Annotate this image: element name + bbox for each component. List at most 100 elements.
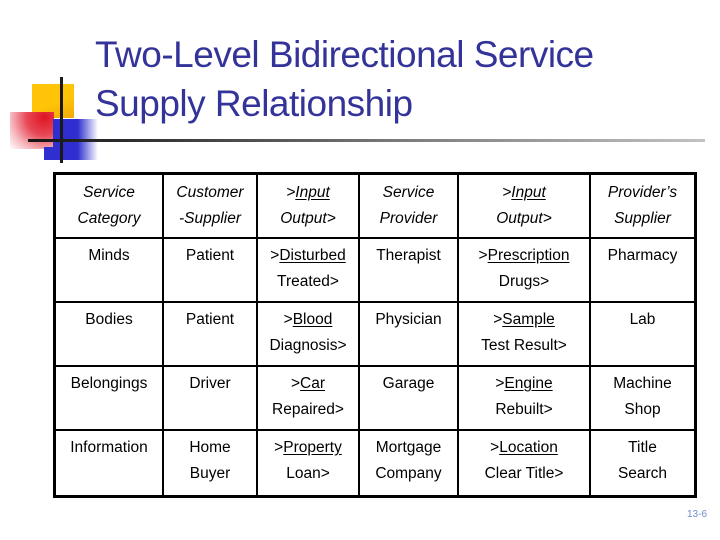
cell-line: Title xyxy=(628,435,657,461)
cell-text: Category xyxy=(77,210,141,227)
cell-text: > xyxy=(274,439,284,456)
table-cell: Patient xyxy=(164,239,258,303)
underlined-term: Sample xyxy=(502,311,555,328)
underlined-term: Disturbed xyxy=(279,247,346,264)
cell-line: Output> xyxy=(496,206,552,232)
cell-text: Lab xyxy=(629,311,656,328)
cell-line: >Car xyxy=(291,371,325,397)
cell-text: Service xyxy=(382,184,435,201)
slide-title-line-2: Supply Relationship xyxy=(95,83,413,124)
cell-text: Shop xyxy=(624,401,661,418)
decor-square-blue-small xyxy=(44,147,54,160)
cell-text: Service xyxy=(83,184,135,201)
table-cell: Driver xyxy=(164,367,258,431)
cell-text: Mortgage xyxy=(375,439,442,456)
cell-line: Buyer xyxy=(190,461,231,487)
cell-text: > xyxy=(270,247,280,264)
cell-text: Machine xyxy=(613,375,672,392)
title-underline-rule xyxy=(28,139,705,142)
cell-line: Patient xyxy=(186,243,234,269)
cell-text: Minds xyxy=(88,247,130,264)
cell-line: Bodies xyxy=(85,307,132,333)
cell-line: >Disturbed xyxy=(270,243,345,269)
cell-text: > xyxy=(495,375,505,392)
cell-line: Home xyxy=(189,435,230,461)
cell-text: Bodies xyxy=(85,311,133,328)
cell-line: Supplier xyxy=(614,206,671,232)
table-cell: Lab xyxy=(591,303,694,367)
cell-line: Physician xyxy=(375,307,441,333)
cell-text: Home xyxy=(189,439,231,456)
underlined-term: Car xyxy=(300,375,326,392)
cell-text: Buyer xyxy=(189,465,231,482)
page-number: 13-6 xyxy=(686,509,707,520)
underlined-term: Property xyxy=(283,439,342,456)
cell-line: Lab xyxy=(630,307,656,333)
cell-line: >Property xyxy=(274,435,342,461)
cell-text: Pharmacy xyxy=(607,247,678,264)
cell-line: Drugs> xyxy=(499,269,549,295)
cell-line: Service xyxy=(383,180,435,206)
cell-text: Patient xyxy=(185,247,235,264)
cell-line: >Blood xyxy=(284,307,333,333)
cell-line: >Input xyxy=(502,180,546,206)
underlined-term: Input xyxy=(511,184,546,201)
cell-line: Machine xyxy=(613,371,672,397)
cell-text: Provider’s xyxy=(607,184,678,201)
table-cell: Belongings xyxy=(56,367,164,431)
cell-text: Output> xyxy=(496,210,552,227)
underlined-term: Prescription xyxy=(487,247,570,264)
cell-line: Search xyxy=(618,461,667,487)
cell-text: Loan> xyxy=(286,465,330,482)
underlined-term: Location xyxy=(499,439,558,456)
slide-title-line-1: Two-Level Bidirectional Service xyxy=(95,34,594,75)
cell-text: Therapist xyxy=(376,247,441,264)
cell-line: Service xyxy=(83,180,135,206)
cell-line: Information xyxy=(70,435,148,461)
cell-text: Customer xyxy=(176,184,244,201)
cell-line: >Prescription xyxy=(479,243,570,269)
cell-line: Diagnosis> xyxy=(269,333,346,359)
cell-line: Minds xyxy=(88,243,129,269)
decor-vertical-line xyxy=(60,77,63,163)
cell-text: Diagnosis> xyxy=(269,337,347,354)
cell-line: -Supplier xyxy=(179,206,241,232)
cell-line: Test Result> xyxy=(481,333,567,359)
cell-text: > xyxy=(286,184,296,201)
underlined-term: Engine xyxy=(504,375,553,392)
cell-line: Output> xyxy=(280,206,336,232)
cell-text: Treated> xyxy=(277,273,339,290)
underlined-term: Blood xyxy=(292,311,333,328)
cell-text: Driver xyxy=(189,375,231,392)
cell-line: >Sample xyxy=(493,307,555,333)
table-cell: Information xyxy=(56,431,164,495)
table-cell: Garage xyxy=(360,367,459,431)
decor-square-red xyxy=(10,112,54,149)
table-cell: Minds xyxy=(56,239,164,303)
cell-line: Driver xyxy=(189,371,230,397)
cell-text: Provider xyxy=(379,210,438,227)
header-cell: Customer -Supplier xyxy=(164,175,258,239)
cell-line: >Engine xyxy=(495,371,552,397)
cell-line: Company xyxy=(375,461,441,487)
cell-text: Title xyxy=(628,439,657,456)
cell-line: Customer xyxy=(176,180,243,206)
cell-line: Patient xyxy=(186,307,234,333)
cell-text: Search xyxy=(617,465,668,482)
cell-line: Pharmacy xyxy=(608,243,678,269)
table-cell: Therapist xyxy=(360,239,459,303)
cell-line: Category xyxy=(78,206,141,232)
table-cell: Pharmacy xyxy=(591,239,694,303)
cell-line: Rebuilt> xyxy=(495,397,552,423)
cell-line: Provider’s xyxy=(608,180,677,206)
